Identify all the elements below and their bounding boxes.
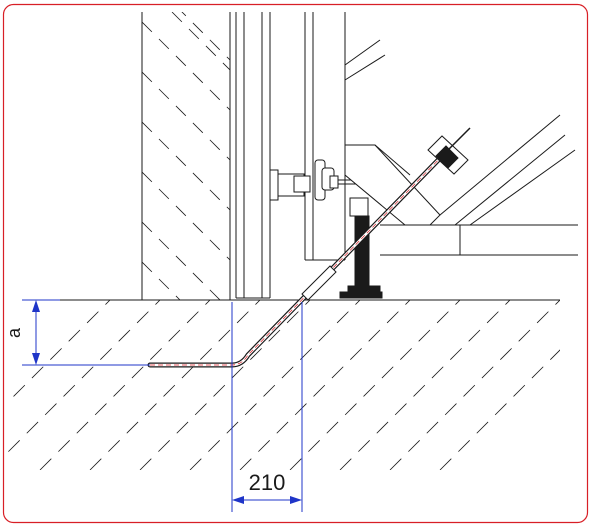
dimension-210-label: 210 (249, 470, 286, 495)
concrete-wall (141, 12, 231, 300)
drawing-frame (2, 3, 589, 524)
anchor-nut (427, 127, 471, 175)
dimension-210 (231, 302, 303, 512)
anchor-coupler (301, 265, 337, 301)
dimension-a (22, 299, 150, 366)
ground-slab (8, 299, 560, 470)
clamp-connector (269, 159, 358, 201)
push-pull-brace (344, 39, 578, 256)
dimension-a-label: a (4, 327, 24, 338)
